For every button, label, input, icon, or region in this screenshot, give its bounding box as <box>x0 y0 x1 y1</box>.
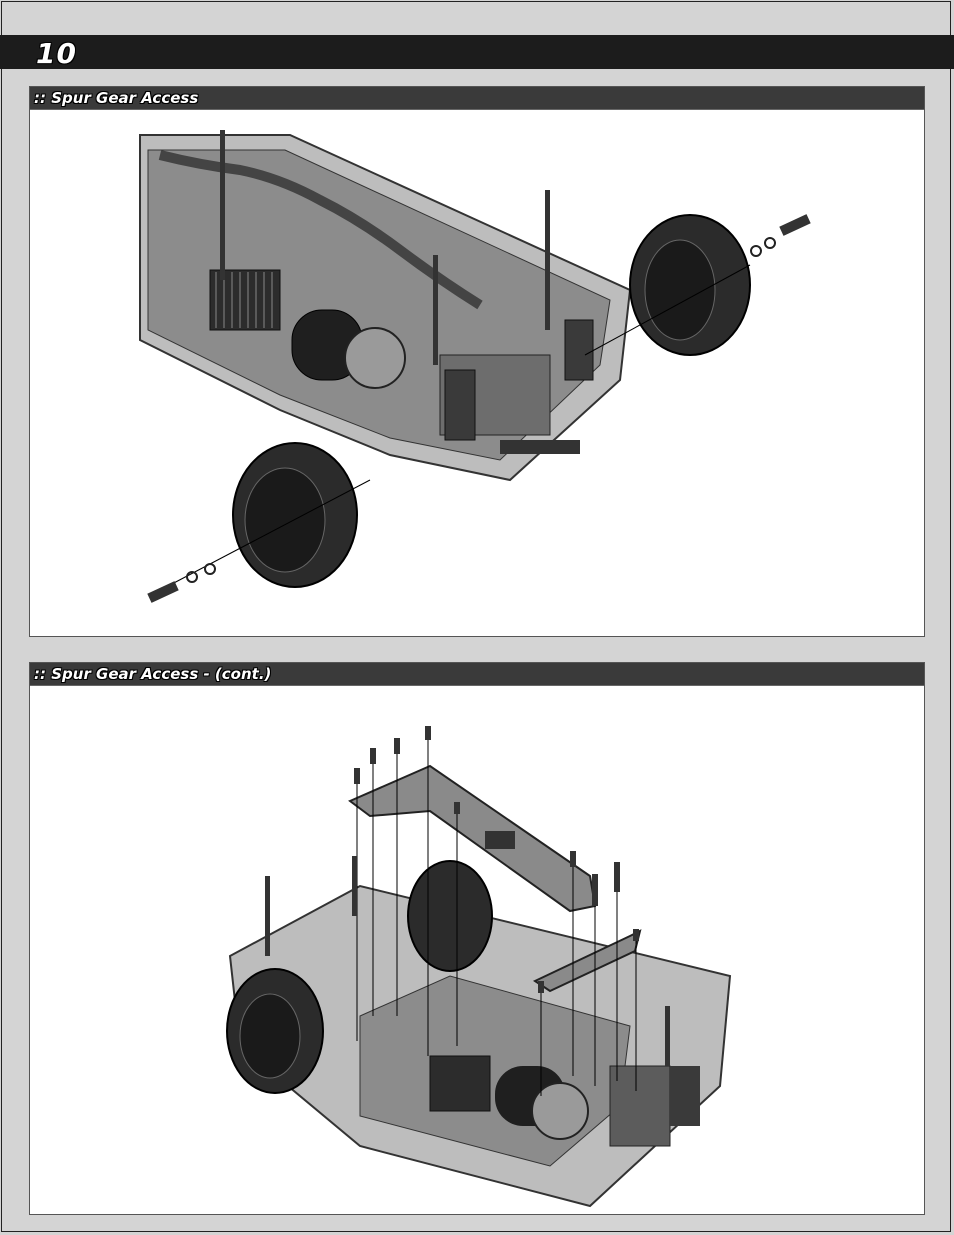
illustration-1 <box>30 110 924 637</box>
front-bulkhead <box>610 1066 670 1146</box>
section-title: :: Spur Gear Access - (cont.) <box>30 663 924 686</box>
rear-wheel <box>408 861 492 971</box>
spur-gear-access-cont-panel: :: Spur Gear Access - (cont.) <box>29 662 925 1215</box>
page-number: 10 <box>36 37 77 70</box>
spur-gear <box>532 1083 588 1139</box>
front-arm <box>500 440 580 454</box>
servo-mount <box>485 831 515 849</box>
wheel-nut-right <box>779 214 810 236</box>
washer-right-1 <box>751 246 761 256</box>
exploded-chassis-illustration <box>30 110 924 637</box>
right-wheel <box>630 215 750 355</box>
page-header-bar <box>0 35 954 69</box>
front-shock <box>670 1066 700 1126</box>
shock-right <box>565 320 593 380</box>
exploded-top-deck-illustration <box>30 686 924 1215</box>
heat-sink <box>430 1056 490 1111</box>
spur-gear <box>345 328 405 388</box>
body-post-front <box>545 190 550 330</box>
left-wheel <box>233 443 357 587</box>
body-post-rear <box>265 876 270 956</box>
washer-right-2 <box>765 238 775 248</box>
section-title: :: Spur Gear Access <box>30 87 924 110</box>
body-post-front <box>665 1006 670 1066</box>
shock-left <box>445 370 475 440</box>
left-front-wheel <box>227 969 323 1093</box>
body-post-mid <box>352 856 357 916</box>
spur-gear-access-panel: :: Spur Gear Access <box>29 86 925 637</box>
illustration-2 <box>30 686 924 1215</box>
body-post-mid <box>433 255 438 365</box>
wheel-nut-left <box>147 581 178 603</box>
washer-left-2 <box>205 564 215 574</box>
body-post-rear <box>220 130 225 280</box>
